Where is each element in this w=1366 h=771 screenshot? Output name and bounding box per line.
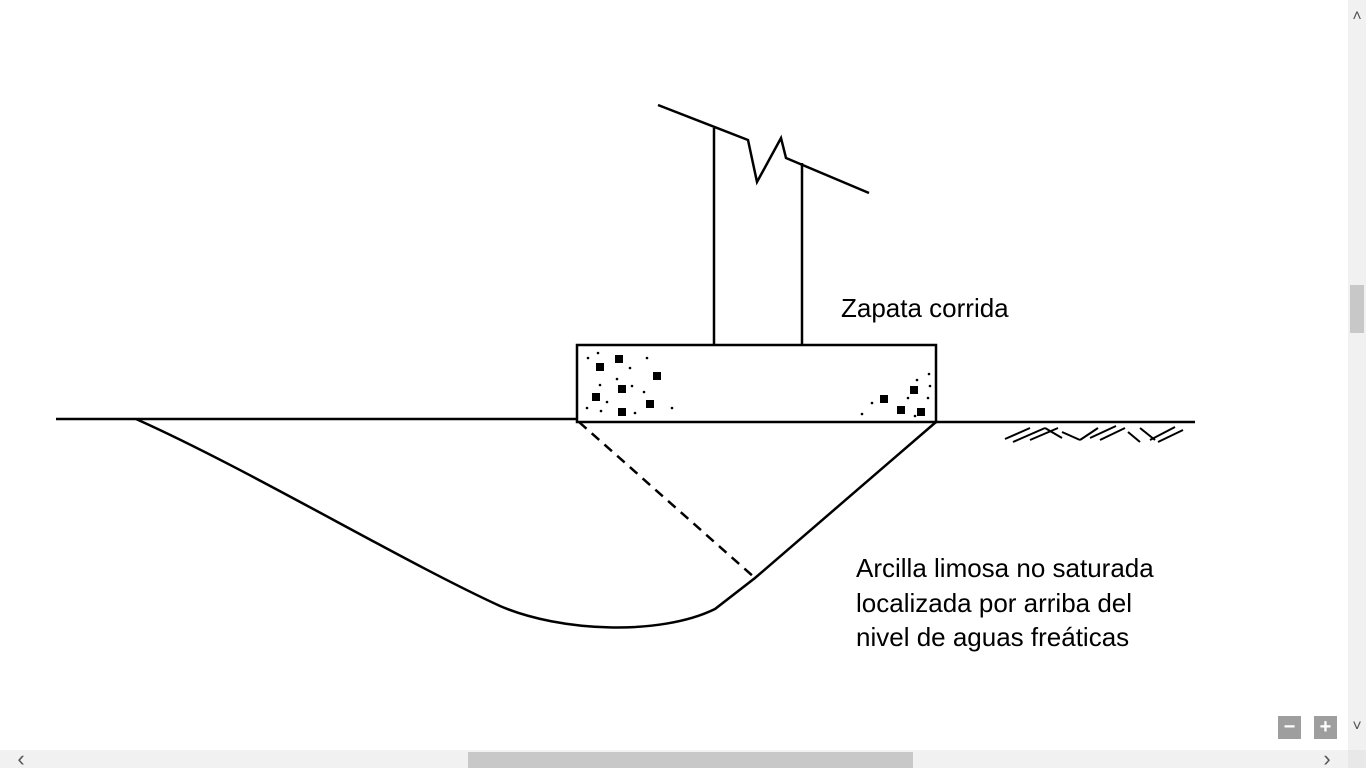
concrete-aggregate bbox=[585, 351, 932, 418]
failure-wedge-dashed bbox=[578, 421, 756, 579]
vertical-scroll-thumb[interactable] bbox=[1350, 285, 1364, 333]
scroll-up-icon[interactable]: ˄ bbox=[1352, 8, 1362, 25]
break-line bbox=[657, 103, 870, 195]
failure-surface bbox=[135, 417, 937, 629]
zoom-out-button[interactable]: − bbox=[1278, 716, 1301, 739]
soil-hatch bbox=[1004, 425, 1184, 443]
scroll-right-icon[interactable]: › bbox=[1323, 746, 1331, 771]
footing-label: Zapata corrida bbox=[841, 293, 1009, 323]
vertical-scrollbar[interactable]: ˄ ˅ bbox=[1348, 0, 1366, 750]
horizontal-scrollbar[interactable]: ‹ › bbox=[0, 746, 1348, 771]
zoom-in-button[interactable]: + bbox=[1314, 716, 1337, 739]
soil-label-line-1: Arcilla limosa no saturada bbox=[856, 553, 1154, 583]
scroll-down-icon[interactable]: ˅ bbox=[1352, 718, 1362, 735]
footing bbox=[575, 343, 938, 424]
scroll-left-icon[interactable]: ‹ bbox=[17, 746, 25, 771]
footing-diagram: Zapata corrida Arcilla limosa no saturad… bbox=[56, 103, 1195, 652]
scrollbar-corner bbox=[1348, 750, 1366, 768]
soil-label-line-2: localizada por arriba del bbox=[856, 588, 1132, 618]
soil-label-line-3: nivel de aguas freáticas bbox=[856, 622, 1129, 652]
horizontal-scroll-thumb[interactable] bbox=[468, 752, 913, 768]
